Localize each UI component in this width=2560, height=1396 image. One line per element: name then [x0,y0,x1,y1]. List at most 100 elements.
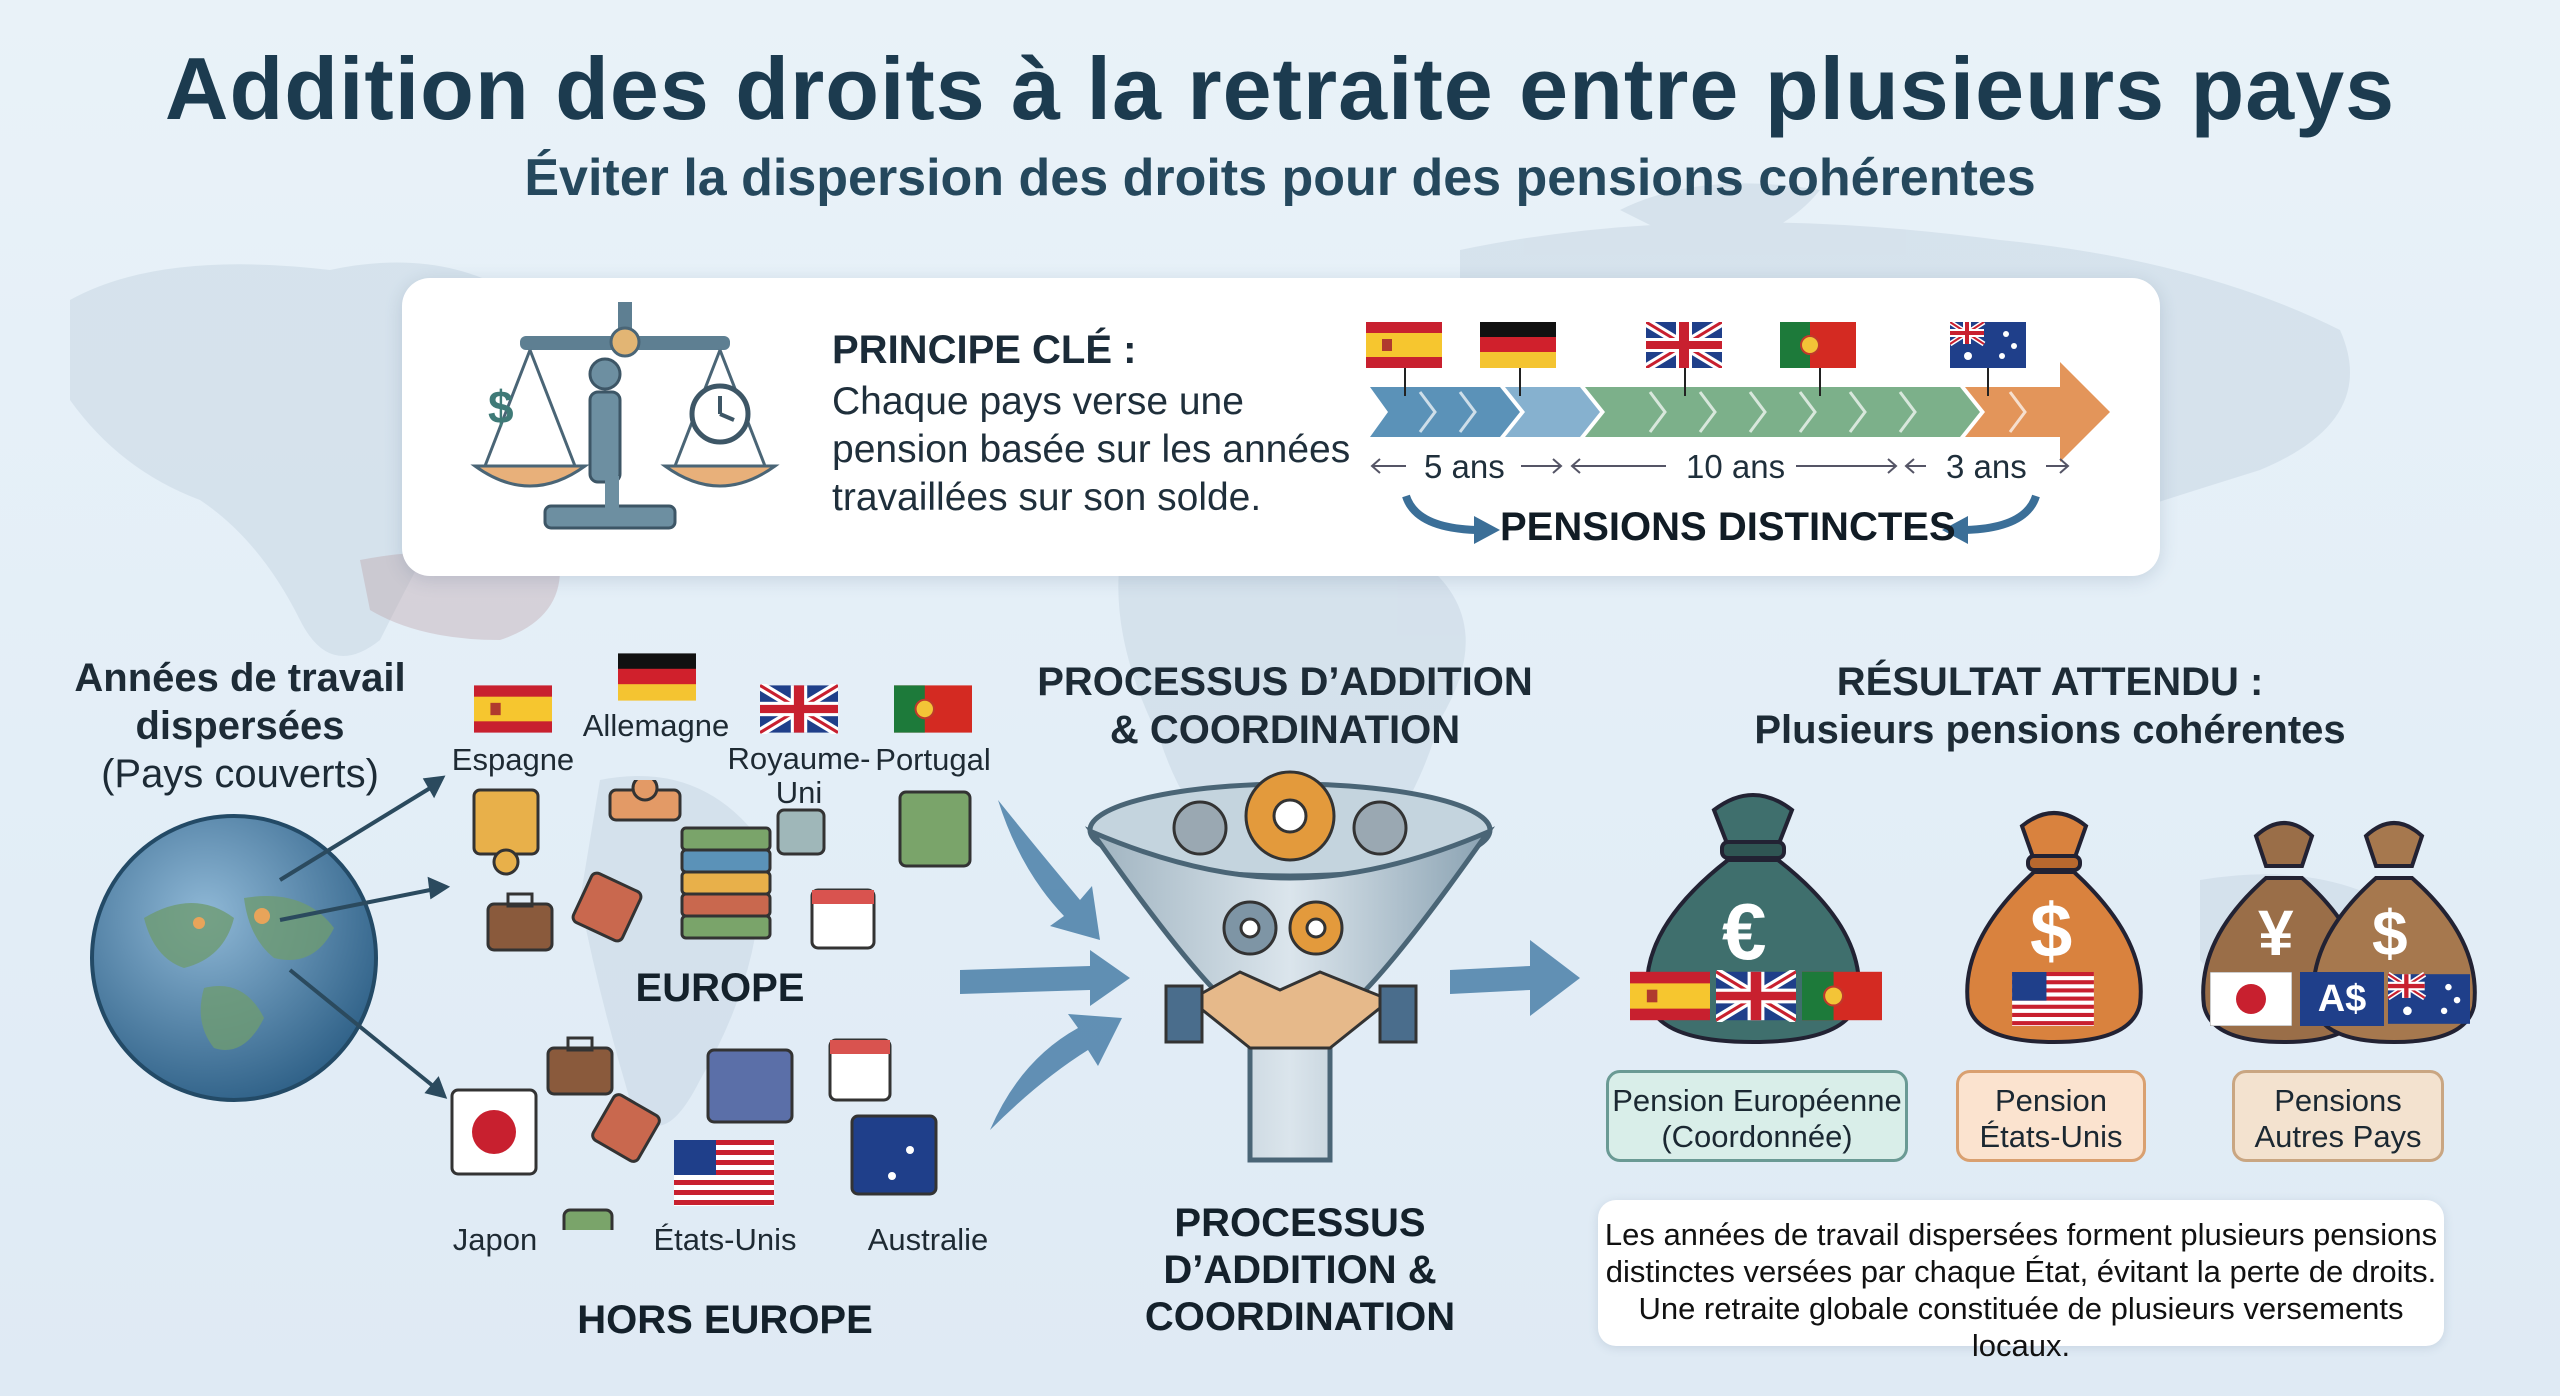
dollar-icon: $ [2030,889,2073,974]
europe-label: EUROPE [635,966,805,1010]
result-heading-line: RÉSULTAT ATTENDU : [1836,660,2264,704]
funnel-icon [1084,770,1496,1163]
left-heading-line: dispersées [135,704,345,748]
stack-icon [680,826,772,940]
page-subtitle: Éviter la dispersion des droits pour des… [524,149,2036,207]
country-label-line: Royaume- [727,741,871,776]
process-heading: PROCESSUS D’ADDITION & COORDINATION [1030,658,1540,754]
country-label-usa: États-Unis [653,1222,797,1257]
process-bottom-label: PROCESSUS D’ADDITION & COORDINATION [1100,1200,1500,1341]
australia-flag-icon [1950,322,2026,368]
gear-icon [1244,770,1336,862]
aud-badge: A$ [2300,972,2384,1026]
duration-label: 3 ans [1946,448,2027,485]
euro-icon: € [1722,887,1767,976]
process-bottom-line: PROCESSUS [1174,1201,1426,1245]
left-heading: Années de travail dispersées (Pays couve… [60,654,420,798]
curved-arrows-icon [1402,494,2040,544]
country-label-line: Uni [775,775,823,810]
uk-flag-icon [1646,322,1722,368]
country-label-germany: Allemagne [582,708,730,743]
briefcase-icon [546,1036,614,1096]
puzzle-icon [898,790,972,868]
money-bag-icon [1965,811,2143,1045]
pension-box-europe: Pension Européenne (Coordonnée) [1606,1070,1908,1162]
europe-icons-cluster [472,780,972,952]
pension-line: Pension Européenne [1612,1083,1902,1118]
duration-arrows [1370,458,2070,474]
country-label-australia: Australie [867,1222,989,1257]
principle-heading: PRINCIPE CLÉ : [832,328,1137,372]
puzzle-icon [571,871,643,943]
calendar-icon [810,888,876,950]
japan-flag-icon [2210,972,2292,1026]
puzzle-icon [562,1208,614,1230]
dollar-icon: $ [488,381,514,433]
note-line: Les années de travail dispersées forment… [1604,1217,2438,1252]
pension-line: Autres Pays [2254,1119,2422,1154]
process-heading-line: PROCESSUS D’ADDITION [1037,660,1533,704]
principle-line: Chaque pays verse une [832,380,1244,423]
process-bottom-line: D’ADDITION & [1163,1248,1437,1292]
scale-icon [470,302,780,530]
puzzle-icon [472,788,540,876]
principle-line: pension basée sur les années [832,428,1351,471]
gear-icon [1222,900,1344,956]
process-bottom-line: COORDINATION [1144,1295,1456,1339]
country-label-japan: Japon [452,1222,538,1257]
japan-puzzle-icon [450,1088,538,1176]
country-label-portugal: Portugal [875,742,991,777]
pension-line: (Coordonnée) [1661,1119,1853,1154]
principle-line: travaillées sur son solde. [832,476,1262,519]
summary-note: Les années de travail dispersées forment… [1598,1200,2444,1363]
pension-line: Pension [1994,1083,2108,1118]
non-europe-icons-cluster [450,1036,938,1230]
pension-box-other: Pensions Autres Pays [2232,1070,2444,1162]
yen-icon: ¥ [2258,897,2294,969]
australia-flag-icon [2388,972,2470,1024]
principle-text: Chaque pays verse une pension basée sur … [832,378,1352,522]
briefcase-icon [486,892,554,952]
country-label-uk: Royaume- Uni [724,742,874,810]
australia-puzzle-icon [850,1114,938,1196]
germany-flag-icon [1480,322,1556,368]
pension-line: États-Unis [1979,1119,2123,1154]
clock-icon [689,383,751,445]
pension-box-usa: Pension États-Unis [1956,1070,2146,1162]
puzzle-icon [608,780,682,822]
calendar-icon [828,1038,892,1102]
non-europe-label: HORS EUROPE [577,1298,873,1342]
process-heading-line: & COORDINATION [1109,708,1461,752]
left-heading-line: (Pays couverts) [101,752,379,796]
puzzle-icon [776,808,826,856]
portugal-flag-icon [1780,322,1856,368]
page-title: Addition des droits à la retraite entre … [164,39,2396,138]
result-heading: RÉSULTAT ATTENDU : Plusieurs pensions co… [1690,658,2410,754]
puzzle-icon [591,1093,661,1163]
puzzle-icon [706,1048,794,1124]
note-line: distinctes versées par chaque État, évit… [1605,1254,2437,1289]
germany-flag-icon [618,653,696,701]
usa-flag-icon [674,1140,774,1206]
globe-icon [90,814,378,1102]
duration-label: 5 ans [1424,448,1505,485]
timeline-arrow [1370,350,2110,462]
spain-flag-icon [474,685,552,733]
country-label-spain: Espagne [451,742,575,777]
uk-flag-icon [760,684,838,734]
arrow-icon [278,775,450,1099]
handshake-icon [1164,970,1418,1050]
portugal-flag-icon [894,685,972,733]
flow-arrows [960,800,1580,1130]
usa-flag-icon [2012,972,2094,1026]
note-line: Une retraite globale constituée de plusi… [1638,1291,2404,1363]
duration-label: 10 ans [1686,448,1786,485]
result-heading-line: Plusieurs pensions cohérentes [1754,708,2346,752]
spain-flag-icon [1366,322,1442,368]
dollar-icon: $ [2372,897,2408,969]
portugal-flag-icon [1802,971,1882,1021]
pension-line: Pensions [2274,1083,2402,1118]
spain-flag-icon [1630,971,1710,1021]
distinct-pensions-label: PENSIONS DISTINCTES [1500,505,1956,549]
uk-flag-icon [1716,970,1796,1022]
